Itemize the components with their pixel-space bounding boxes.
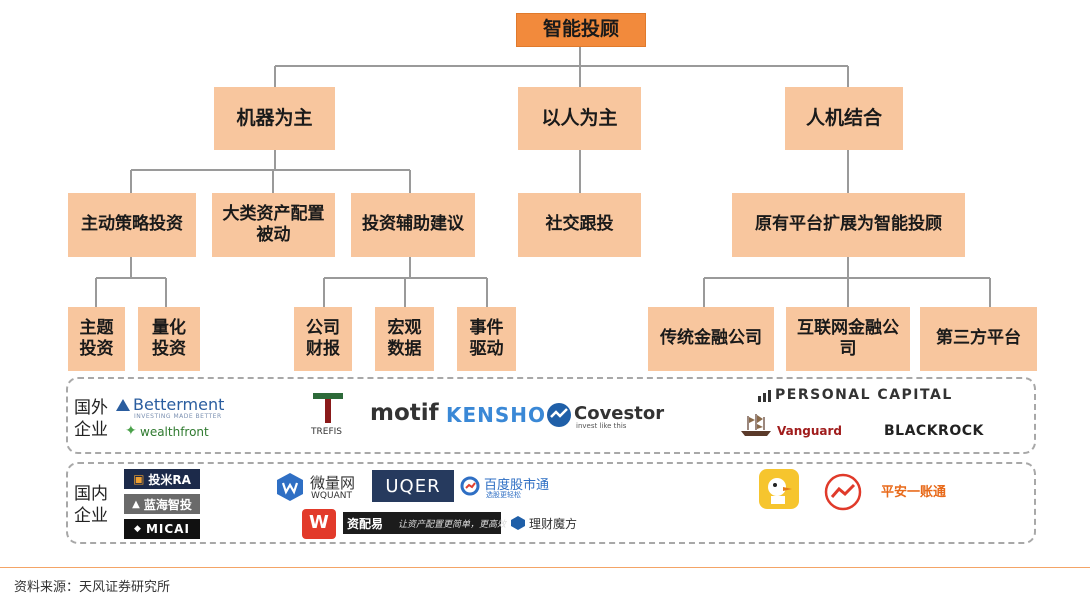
foreign-group-label: 国外企业 xyxy=(74,398,108,440)
covestor-icon xyxy=(547,403,571,427)
betterment-name: Betterment xyxy=(133,395,225,414)
node-machine-led: 机器为主 xyxy=(214,87,335,150)
licai-icon xyxy=(511,516,525,530)
node-platform-extension: 原有平台扩展为智能投顾 xyxy=(732,193,965,257)
node-third-party: 第三方平台 xyxy=(920,307,1037,371)
lanhai-icon: ▲ xyxy=(132,498,140,510)
app-w-logo: W xyxy=(302,509,336,539)
node-human-machine: 人机结合 xyxy=(785,87,903,150)
licai-name: 理财魔方 xyxy=(529,517,578,531)
node-human-led: 以人为主 xyxy=(518,87,641,150)
wquant-name: WQUANT xyxy=(311,491,352,501)
blackrock-logo: BLACKROCK xyxy=(884,423,984,439)
covestor-tagline: invest like this xyxy=(576,422,627,430)
micai-name: MICAI xyxy=(145,522,190,536)
vanguard-name: Vanguard xyxy=(777,424,843,438)
duck-icon xyxy=(768,478,792,504)
growth-icon xyxy=(824,473,862,511)
node-social-follow: 社交跟投 xyxy=(518,193,641,257)
node-passive-allocation: 大类资产配置被动 xyxy=(212,193,335,257)
zipeiyi-logo: 资配易 让资产配置更简单，更高效 xyxy=(343,512,506,534)
uqer-logo: UQER xyxy=(372,470,454,502)
node-macro-data: 宏观数据 xyxy=(375,307,434,371)
baidu-icon xyxy=(460,476,480,496)
domestic-group-label: 国内企业 xyxy=(74,484,108,526)
wealthfront-name: wealthfront xyxy=(140,425,209,439)
weiliang-icon xyxy=(277,473,303,501)
toumi-icon: ▣ xyxy=(133,472,145,486)
kensho-logo: KENSHO xyxy=(446,403,547,427)
node-active-strategy: 主动策略投资 xyxy=(68,193,196,257)
trefis-icon xyxy=(313,393,343,423)
node-internet-finance: 互联网金融公司 xyxy=(786,307,910,371)
betterment-icon xyxy=(116,399,130,411)
app-w-icon: W xyxy=(309,512,329,533)
zipeiyi-slogan: 让资产配置更简单，更高效 xyxy=(398,520,507,530)
growth-app-logo xyxy=(824,473,862,515)
baidu-tagline: 选股更轻松 xyxy=(486,491,521,499)
wealthfront-icon: ✦ xyxy=(125,423,137,439)
foreign-companies-group xyxy=(66,377,1036,454)
footer-rule xyxy=(0,567,1090,568)
domestic-companies-group xyxy=(66,462,1036,544)
motif-logo: motif xyxy=(370,400,439,426)
trefis-name: TREFIS xyxy=(311,427,342,437)
duck-app-logo xyxy=(759,469,799,509)
micai-icon: ◆ xyxy=(134,524,142,534)
lanhai-logo: ▲ 蓝海智投 xyxy=(124,494,200,514)
source-note: 资料来源：天风证券研究所 xyxy=(14,580,171,595)
node-company-financials: 公司财报 xyxy=(294,307,352,371)
pingan-name: 平安一账通 xyxy=(881,485,947,500)
micai-logo: ◆ MICAI xyxy=(124,519,200,539)
toumi-ra-logo: ▣ 投米RA xyxy=(124,469,200,489)
bars-icon xyxy=(758,390,771,402)
node-investment-advice: 投资辅助建议 xyxy=(351,193,475,257)
betterment-tagline: INVESTING MADE BETTER xyxy=(134,413,222,420)
lanhai-name: 蓝海智投 xyxy=(143,497,192,512)
node-theme-investing: 主题投资 xyxy=(68,307,125,371)
baidu-name: 百度股市通 xyxy=(484,478,550,493)
zipeiyi-name: 资配易 xyxy=(347,517,384,531)
node-traditional-finance: 传统金融公司 xyxy=(648,307,774,371)
node-event-driven: 事件驱动 xyxy=(457,307,516,371)
covestor-name: Covestor xyxy=(574,403,665,424)
trefis-logo: TREFIS xyxy=(310,393,346,441)
ship-icon xyxy=(741,414,771,436)
root-node: 智能投顾 xyxy=(516,13,646,47)
toumi-name: 投米RA xyxy=(148,472,191,487)
node-quant-investing: 量化投资 xyxy=(138,307,200,371)
weiliang-name: 微量网 xyxy=(310,474,356,492)
personal-capital-name: PERSONAL CAPITAL xyxy=(775,387,953,403)
